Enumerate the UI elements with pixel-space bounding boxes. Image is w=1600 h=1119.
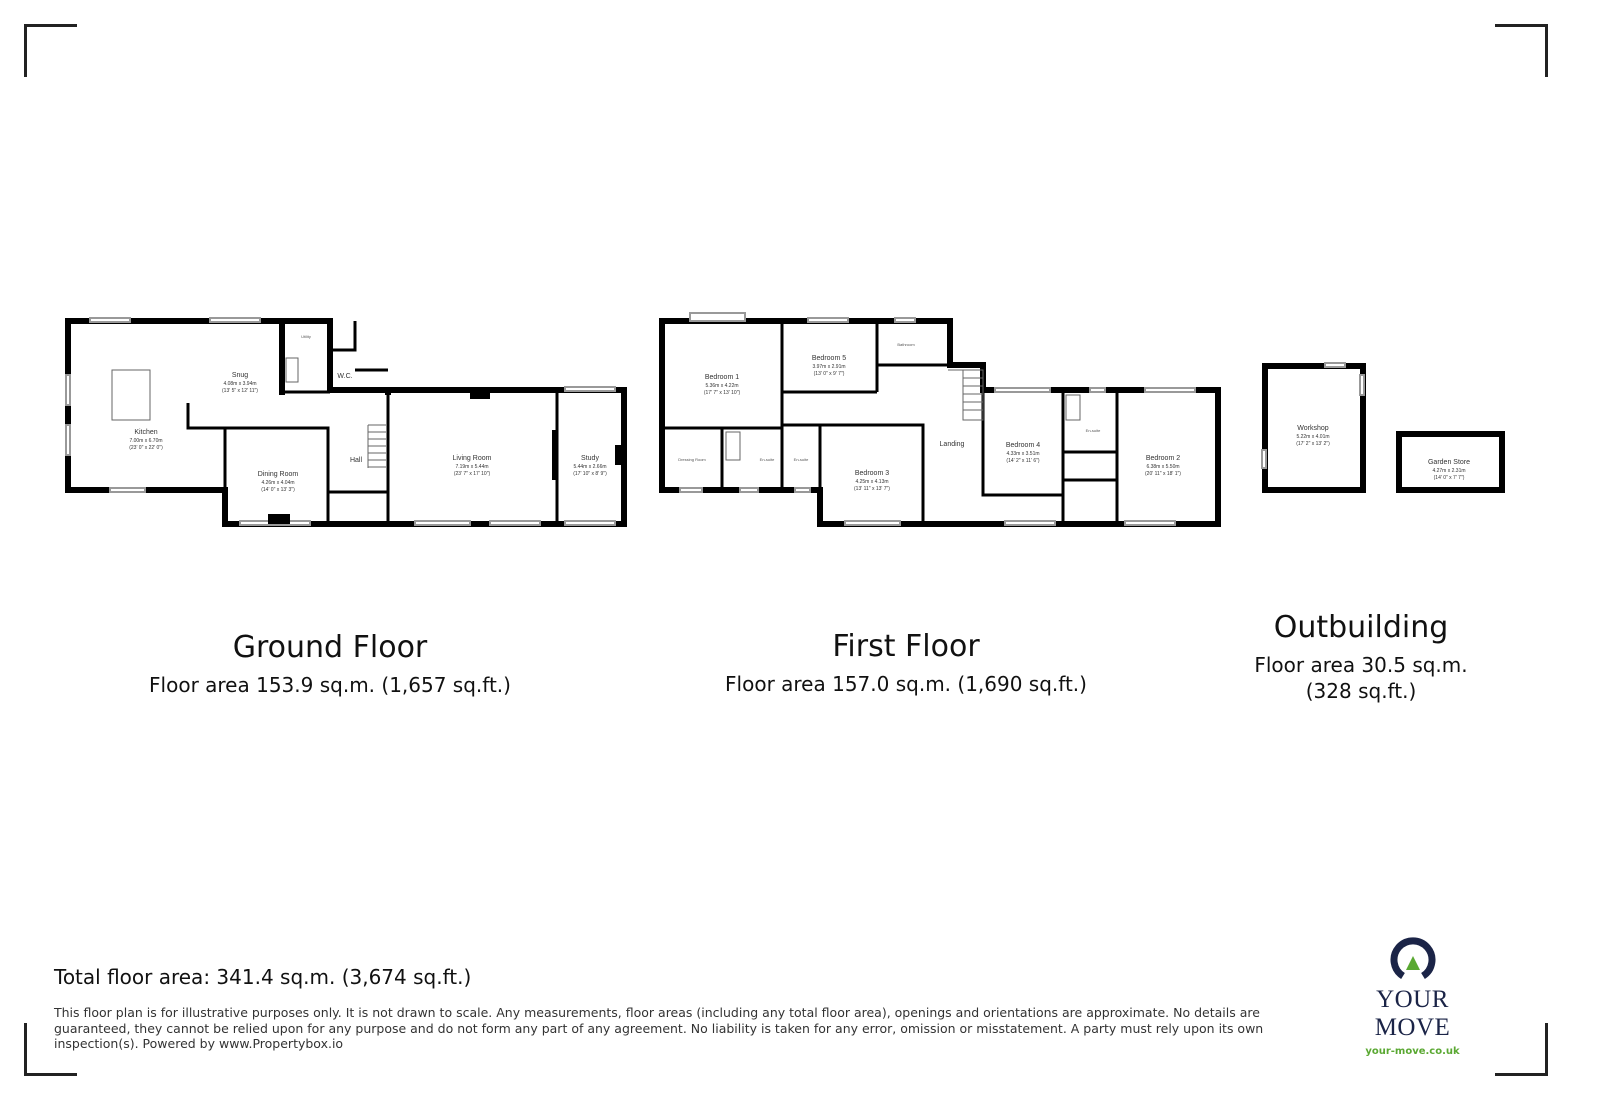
first-floor-plan: Bedroom 1 5.36m x 4.22m (17' 7" x 13' 10… <box>659 312 1221 527</box>
ground-floor-area: Floor area 153.9 sq.m. (1,657 sq.ft.) <box>149 673 511 697</box>
total-floor-area: Total floor area: 341.4 sq.m. (3,674 sq.… <box>54 965 472 989</box>
room-size-imperial: (13' 0" x 9' 7") <box>814 371 845 377</box>
room-name-bedroom-2: Bedroom 2 <box>1146 455 1180 462</box>
room-name-living-room: Living Room <box>453 455 492 462</box>
outbuilding-caption: Outbuilding Floor area 30.5 sq.m. (328 s… <box>1221 610 1501 703</box>
crop-mark-bottom-right <box>1495 1023 1548 1076</box>
room-size-imperial: (13' 5" x 12' 11") <box>222 388 258 394</box>
room-name-utility: Utility <box>301 334 311 339</box>
room-size-metric: 4.33m x 3.51m <box>1006 451 1039 457</box>
room-name-en-suite: En-suite <box>794 457 809 462</box>
room-size-imperial: (23' 7" x 17' 10") <box>454 471 491 477</box>
room-name-dining-room: Dining Room <box>258 471 299 478</box>
room-name-workshop: Workshop <box>1297 425 1328 432</box>
room-name-bedroom-1: Bedroom 1 <box>705 374 739 381</box>
room-name-en-suite: En-suite <box>1086 428 1101 433</box>
room-size-imperial: (13' 11" x 13' 7") <box>854 486 890 492</box>
room-name-dressing-room: Dressing Room <box>678 457 706 462</box>
room-size-metric: 4.08m x 3.94m <box>223 381 256 387</box>
outbuilding-area-line-2: (328 sq.ft.) <box>1305 679 1417 703</box>
room-size-metric: 3.97m x 2.91m <box>812 364 845 370</box>
room-size-imperial: (17' 2" x 13' 2") <box>1296 441 1330 447</box>
room-size-metric: 6.38m x 5.50m <box>1146 464 1179 470</box>
outbuilding-plan: Workshop 5.22m x 4.01m (17' 2" x 13' 2")… <box>1261 362 1505 493</box>
room-name-bedroom-5: Bedroom 5 <box>812 355 846 362</box>
crop-mark-bottom-left <box>24 1023 77 1076</box>
room-name-hall: Hall <box>350 457 363 464</box>
room-size-imperial: (14' 0" x 13' 3") <box>261 487 295 493</box>
room-size-metric: 4.26m x 4.04m <box>261 480 294 486</box>
room-name-kitchen: Kitchen <box>134 429 157 436</box>
room-size-imperial: (14' 2" x 11' 6") <box>1006 458 1039 464</box>
room-size-metric: 5.36m x 4.22m <box>705 383 738 389</box>
crop-mark-top-left <box>24 24 77 77</box>
logo-brand: YOUR MOVE <box>1374 986 1451 1041</box>
room-size-metric: 5.22m x 4.01m <box>1296 434 1329 440</box>
room-size-imperial: (17' 7" x 13' 10") <box>704 390 741 396</box>
your-move-logo: YOUR MOVE your-move.co.uk <box>1335 932 1490 1057</box>
room-size-imperial: (20' 11" x 18' 1") <box>1145 471 1181 477</box>
room-size-metric: 4.25m x 4.13m <box>855 479 888 485</box>
ground-floor-caption: Ground Floor Floor area 153.9 sq.m. (1,6… <box>120 630 540 697</box>
room-name-bathroom: Bathroom <box>897 342 915 347</box>
ground-floor-plan: Kitchen 7.00m x 6.70m (23' 0" x 22' 0") … <box>65 317 627 527</box>
logo-arch-icon <box>1390 937 1435 979</box>
room-size-metric: 7.19m x 5.44m <box>455 464 488 470</box>
room-size-metric: 4.27m x 2.31m <box>1432 468 1465 474</box>
crop-mark-top-right <box>1495 24 1548 77</box>
first-floor-caption: First Floor Floor area 157.0 sq.m. (1,69… <box>696 629 1116 696</box>
room-name-landing: Landing <box>940 441 965 448</box>
room-size-imperial: (17' 10" x 8' 9") <box>573 471 607 477</box>
room-size-imperial: (23' 0" x 22' 0") <box>129 445 163 451</box>
logo-url: your-move.co.uk <box>1365 1046 1460 1057</box>
room-size-metric: 7.00m x 6.70m <box>129 438 162 444</box>
room-size-metric: 5.44m x 2.66m <box>573 464 606 470</box>
room-name-wc: W.C. <box>337 373 352 380</box>
disclaimer: This floor plan is for illustrative purp… <box>54 1005 1264 1051</box>
room-size-imperial: (14' 0" x 7' 7") <box>1434 475 1465 481</box>
first-floor-area: Floor area 157.0 sq.m. (1,690 sq.ft.) <box>725 672 1087 696</box>
first-floor-title: First Floor <box>832 629 980 664</box>
ground-floor-title: Ground Floor <box>232 630 428 665</box>
room-name-snug: Snug <box>232 372 248 379</box>
outbuilding-title: Outbuilding <box>1273 610 1449 645</box>
room-name-garden-store: Garden Store <box>1428 459 1470 466</box>
room-name-study: Study <box>581 455 599 462</box>
outbuilding-area-line-1: Floor area 30.5 sq.m. <box>1254 653 1468 677</box>
room-name-bedroom-3: Bedroom 3 <box>855 470 889 477</box>
room-name-en-suite: En-suite <box>760 457 775 462</box>
room-name-bedroom-4: Bedroom 4 <box>1006 442 1040 449</box>
